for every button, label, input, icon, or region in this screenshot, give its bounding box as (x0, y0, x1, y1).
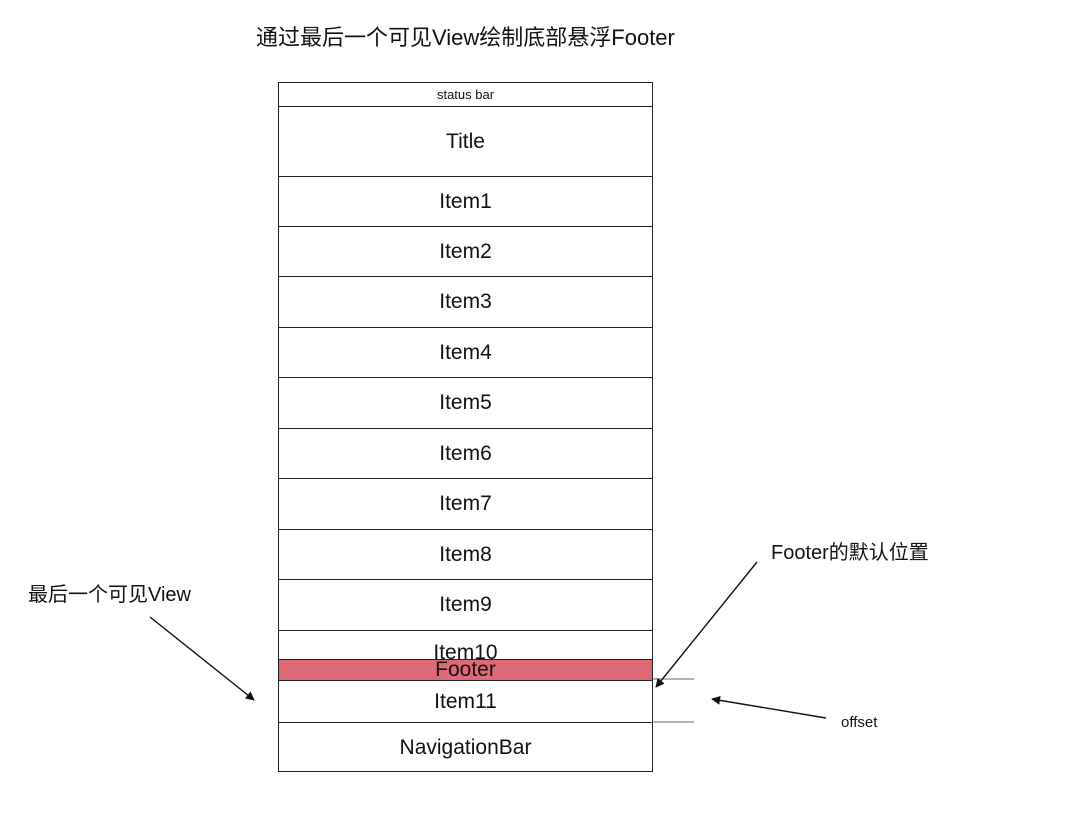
status-bar-row: status bar (279, 83, 652, 107)
arrow-to-last-visible-view (149, 616, 255, 701)
list-item-label: Item5 (439, 391, 492, 414)
list-item-label: Item9 (439, 593, 492, 616)
list-item-label: Item3 (439, 290, 492, 313)
list-item-1: Item1 (279, 177, 652, 227)
list-item-label: Item10 (433, 641, 498, 664)
last-visible-view-annotation: 最后一个可见View (28, 584, 191, 606)
footer-default-position-annotation: Footer的默认位置 (771, 542, 929, 564)
list-item-label: Item1 (439, 189, 492, 213)
list-item-3: Item3 (279, 277, 652, 328)
list-item-4: Item4 (279, 328, 652, 378)
list-item-7: Item7 (279, 479, 652, 530)
list-item-9: Item9 (279, 580, 652, 631)
list-item-8: Item8 (279, 530, 652, 580)
title-row-label: Title (446, 129, 485, 153)
list-item-label: Item4 (439, 340, 492, 364)
list-item-6: Item6 (279, 429, 652, 479)
navigation-bar-row: NavigationBar (279, 723, 652, 771)
floating-footer: Footer (279, 658, 652, 681)
list-item-label: Item6 (439, 441, 492, 465)
list-item-label: Item8 (439, 542, 492, 566)
diagram-title: 通过最后一个可见View绘制底部悬浮Footer (256, 25, 675, 50)
list-item-label: Item2 (439, 239, 492, 263)
title-row: Title (279, 107, 652, 177)
offset-annotation: offset (841, 714, 878, 731)
list-item-label: Item11 (434, 689, 497, 713)
list-item-2: Item2 (279, 227, 652, 277)
list-item-11: Item11 (279, 681, 652, 723)
status-bar-label: status bar (436, 87, 495, 102)
arrow-to-offset (711, 695, 827, 719)
arrow-to-footer-default-position (655, 561, 758, 688)
list-item-5: Item5 (279, 378, 652, 429)
phone-screen-outline: status bar Title Item1 Item2 Item3 Item4… (278, 82, 653, 772)
navigation-bar-label: NavigationBar (399, 736, 532, 759)
footer-label: Footer (435, 658, 496, 681)
list-item-label: Item7 (439, 492, 492, 515)
